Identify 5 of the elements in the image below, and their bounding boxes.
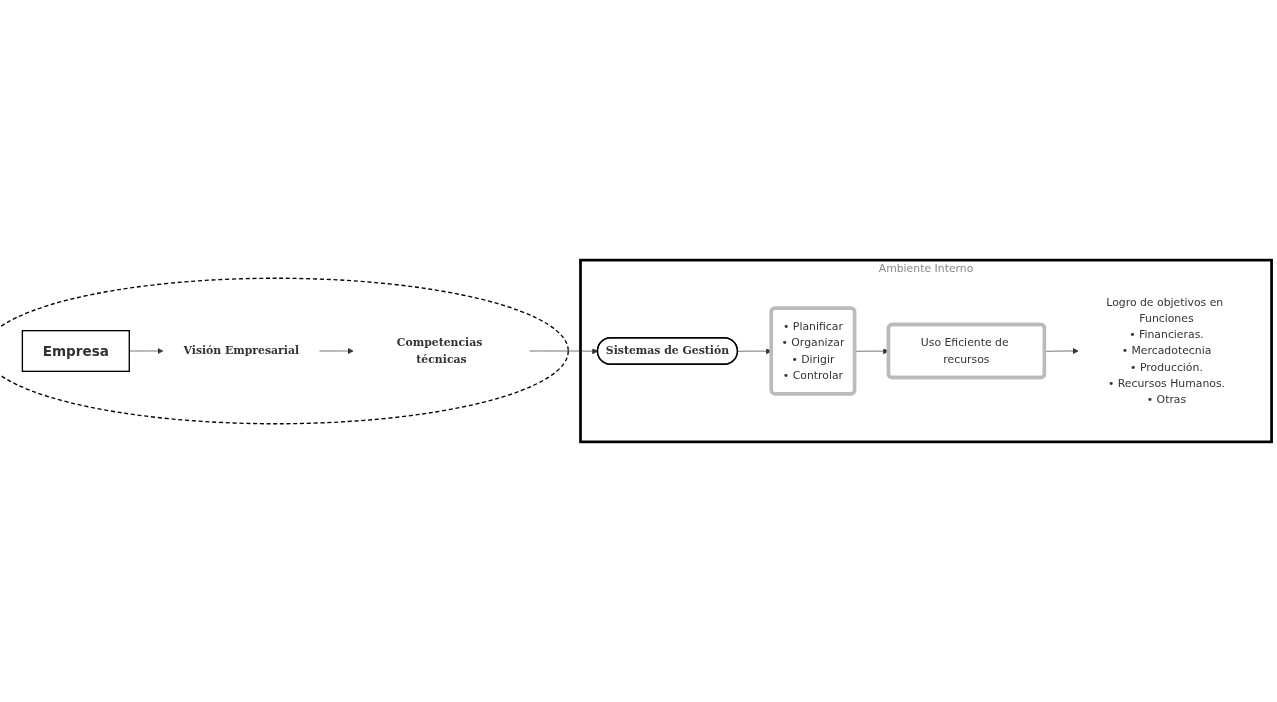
node-text: Logro de objetivos en Funciones • Financieras. • Mercadotecnia • Producción. • Recursos Humanos. • Otras bbox=[1106, 295, 1226, 406]
cluster bbox=[0, 277, 569, 425]
node-text: Visión Empresarial bbox=[183, 344, 300, 358]
node-box: Empresa bbox=[21, 330, 130, 372]
node-text: Competencias técnicas bbox=[396, 336, 483, 366]
